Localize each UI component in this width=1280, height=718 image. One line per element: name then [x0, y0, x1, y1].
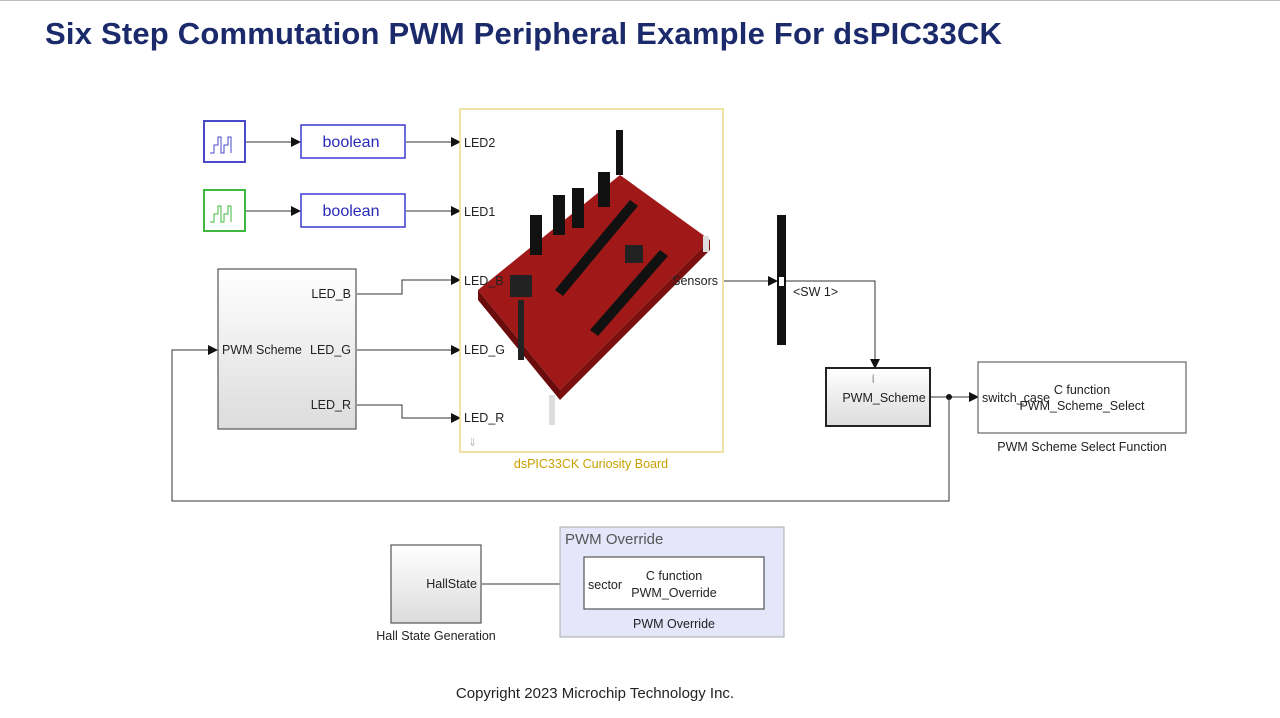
pulse-generator-2[interactable] — [203, 189, 246, 232]
signal-sw1: <SW 1> — [793, 285, 838, 299]
pwm-override-area[interactable]: PWM Override sector C function PWM_Overr… — [559, 526, 785, 638]
port-pwm-scheme: PWM Scheme — [222, 343, 302, 357]
c-function-label: C function — [646, 569, 702, 583]
port-sector: sector — [588, 578, 622, 592]
port-led2: LED2 — [464, 136, 495, 150]
port-sensors: Sensors — [672, 274, 718, 288]
port-switch-case: switch_case — [982, 391, 1050, 405]
area-title: PWM Override — [565, 531, 663, 548]
port-led-b: LED_B — [311, 287, 351, 301]
c-function-label: C function — [1054, 383, 1110, 397]
page-title: Six Step Commutation PWM Peripheral Exam… — [45, 16, 1003, 51]
c-function-override-block[interactable]: sector C function PWM_Override — [583, 556, 765, 610]
port-led-r-in: LED_R — [464, 411, 504, 425]
boolean-convert-2[interactable]: boolean — [300, 193, 406, 228]
bus-selector[interactable] — [777, 215, 786, 345]
curiosity-board-block[interactable]: LED2 LED1 LED_B LED_G LED_R Sensors ⇓ — [459, 108, 724, 453]
top-divider — [0, 0, 1280, 1]
convert-1-label: boolean — [323, 134, 380, 151]
hall-state-name: Hall State Generation — [376, 629, 496, 643]
copyright: Copyright 2023 Microchip Technology Inc. — [455, 685, 735, 702]
pulse-generator-1[interactable] — [203, 120, 246, 163]
override-name: PWM Override — [633, 617, 715, 631]
boolean-convert-1[interactable]: boolean — [300, 124, 406, 159]
pwm-scheme-subsystem[interactable]: PWM Scheme LED_B LED_G LED_R — [217, 268, 357, 430]
hall-state-block[interactable]: HallState — [390, 544, 482, 624]
port-hallstate: HallState — [426, 577, 477, 591]
function-name: PWM_Scheme_Select — [1019, 399, 1145, 413]
board-image — [478, 130, 710, 425]
trigger-icon: ⦚ — [872, 374, 874, 386]
port-led-r: LED_R — [311, 398, 351, 412]
down-arrow-icon: ⇓ — [468, 437, 477, 449]
select-function-name: PWM Scheme Select Function — [997, 440, 1167, 454]
port-led1: LED1 — [464, 205, 495, 219]
c-function-select-block[interactable]: switch_case C function PWM_Scheme_Select — [977, 361, 1187, 434]
port-led-g: LED_G — [310, 343, 351, 357]
pwm-scheme-block[interactable]: ⦚ PWM_Scheme — [825, 367, 931, 427]
convert-2-label: boolean — [323, 203, 380, 220]
pulse-generator-icon — [210, 205, 232, 223]
board-name: dsPIC33CK Curiosity Board — [514, 457, 668, 471]
port-led-b-in: LED_B — [464, 274, 504, 288]
pwm-scheme-label: PWM_Scheme — [842, 391, 925, 405]
function-name: PWM_Override — [631, 586, 716, 600]
port-led-g-in: LED_G — [464, 343, 505, 357]
pulse-generator-icon — [210, 136, 232, 154]
